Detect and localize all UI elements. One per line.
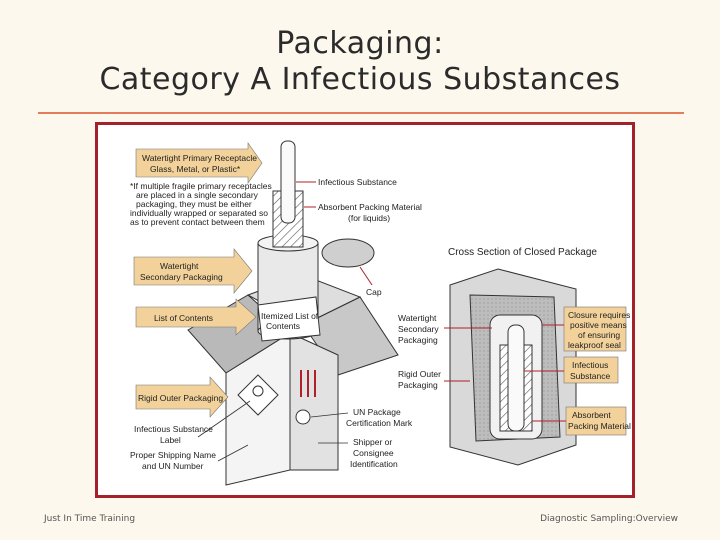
fragile-note-line1: *If multiple fragile primary receptacles [130, 181, 272, 191]
infectious-label-line1: Infectious Substance [134, 424, 213, 434]
footer-right: Diagnostic Sampling:Overview [540, 514, 678, 524]
callout-rigid-outer-label: Rigid Outer Packaging [138, 393, 223, 403]
label-infectious-right-line1: Infectious [572, 360, 608, 370]
label-un-mark-line1: UN Package [353, 407, 401, 417]
callout-primary-receptacle: Watertight Primary Receptacle Glass, Met… [135, 142, 263, 184]
callout-list-of-contents: List of Contents [135, 298, 257, 336]
fragile-note: *If multiple fragile primary receptacles… [130, 181, 272, 227]
slide-title: Packaging: Category A Infectious Substan… [0, 26, 720, 98]
callout-primary-receptacle-line1: Watertight Primary Receptacle [142, 153, 257, 163]
label-rigid-outer-right-line1: Rigid Outer [398, 369, 441, 379]
fragile-note-line2: are placed in a single secondary [136, 190, 259, 200]
cross-section-title: Cross Section of Closed Package [448, 247, 597, 258]
un-mark-icon [295, 409, 311, 425]
primary-tube [280, 140, 296, 224]
label-absorbent-line1: Absorbent Packing Material [318, 202, 422, 212]
callout-secondary-packaging: Watertight Secondary Packaging [133, 248, 253, 294]
label-closure-line2: positive means [570, 320, 627, 330]
fragile-note-line5: as to prevent contact between them [130, 217, 265, 227]
label-un-mark-line2: Certification Mark [346, 418, 413, 428]
callout-rigid-outer: Rigid Outer Packaging [135, 376, 229, 418]
callout-primary-receptacle-line2: Glass, Metal, or Plastic* [150, 164, 241, 174]
label-cap: Cap [366, 287, 382, 297]
shipping-name-line1: Proper Shipping Name [130, 450, 216, 460]
cross-section-tube [507, 324, 525, 432]
label-itemized-line2: Contents [266, 321, 300, 331]
callout-list-label: List of Contents [154, 313, 213, 323]
label-closure-line3: of ensuring [578, 330, 620, 340]
label-infectious-right-line2: Substance [570, 371, 610, 381]
label-closure-line4: leakproof seal [568, 340, 621, 350]
biohazard-icon [252, 385, 264, 397]
label-rigid-outer-right-line2: Packaging [398, 380, 438, 390]
footer-left: Just In Time Training [44, 514, 136, 524]
label-shipper-line2: Consignee [353, 448, 394, 458]
label-closure: Closure requires positive means of ensur… [563, 306, 630, 352]
infectious-label-line2: Label [160, 435, 181, 445]
itemized-list-paper [257, 296, 321, 342]
outer-box-side [289, 332, 339, 471]
label-infectious-right: Infectious Substance [563, 356, 619, 384]
infectious-label-diamond [237, 374, 279, 416]
label-shipper-line3: Identification [350, 459, 398, 469]
cap [321, 238, 375, 268]
label-absorbent-right-line1: Absorbent [572, 410, 611, 420]
label-absorbent-line2: (for liquids) [348, 213, 390, 223]
label-shipper-line1: Shipper or [353, 437, 392, 447]
shipping-name-line2: and UN Number [142, 461, 204, 471]
label-absorbent-right-line2: Packing Material [568, 421, 631, 431]
label-wt-secondary-line2: Secondary [398, 324, 439, 334]
callout-secondary-line2: Secondary Packaging [140, 272, 223, 282]
label-wt-secondary-line1: Watertight [398, 313, 437, 323]
packaging-diagram-svg: Watertight Primary Receptacle Glass, Met… [130, 140, 631, 486]
packaging-diagram: Watertight Primary Receptacle Glass, Met… [95, 122, 635, 498]
label-closure-line1: Closure requires [568, 310, 630, 320]
fragile-note-line4: individually wrapped or separated so [130, 208, 268, 218]
slide-title-line1: Packaging: [276, 26, 444, 61]
fragile-note-line3: packaging, they must be either [136, 199, 252, 209]
orientation-arrows-icon [300, 370, 316, 397]
label-infectious-substance: Infectious Substance [318, 177, 397, 187]
title-divider [38, 112, 684, 114]
label-itemized-line1: Itemized List of [261, 311, 319, 321]
slide-title-line2: Category A Infectious Substances [99, 62, 621, 97]
label-absorbent-right: Absorbent Packing Material [565, 406, 631, 436]
label-wt-secondary-line3: Packaging [398, 335, 438, 345]
callout-secondary-line1: Watertight [160, 261, 199, 271]
